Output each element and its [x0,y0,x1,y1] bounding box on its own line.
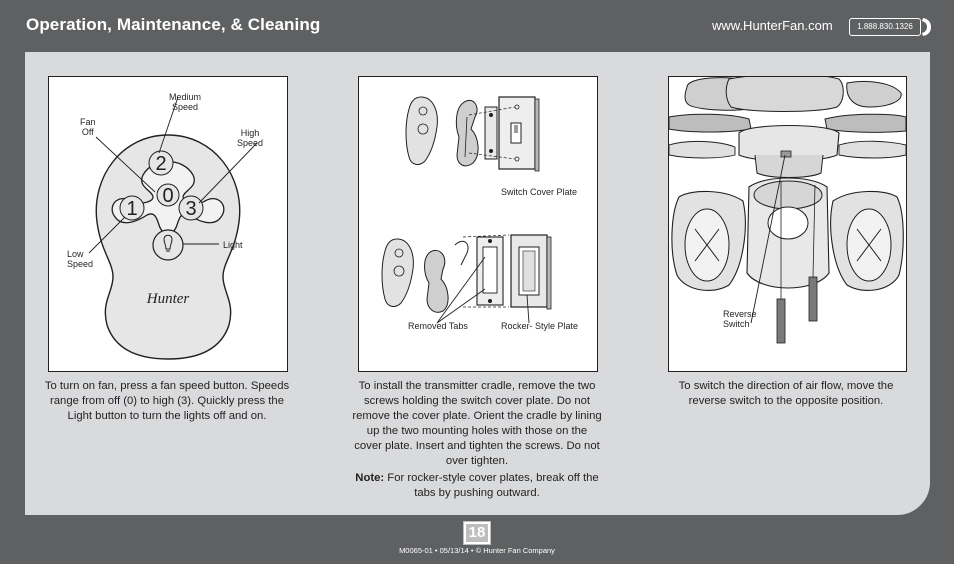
note-text: For rocker-style cover plates, break off… [384,472,599,499]
fan-light-kit-illustration [669,77,906,344]
note-label: Note: [355,472,385,484]
high-speed-label: High Speed [237,128,264,148]
light-button [152,229,184,261]
reverse-switch-label: Reverse Switch [723,309,757,329]
phone-handset-icon [922,18,931,36]
button-2: 2 [155,153,166,175]
rocker-style-plate-label: Rocker- Style Plate [501,321,579,331]
light-label: Light [223,240,243,250]
low-speed-label: Low Speed [67,249,94,269]
fan-off-label: Fan Off [80,117,96,137]
figure2-note: Note: For rocker-style cover plates, bre… [352,471,602,501]
cradle-install-illustration [381,96,552,324]
figure3-caption: To switch the direction of air flow, mov… [678,380,894,407]
cradle-install-figure: Switch Cover Plate Removed Tabs Rocker- … [358,76,598,372]
figure2-caption-text: To install the transmitter cradle, remov… [352,380,602,467]
reverse-switch-figure: Reverse Switch [668,76,907,372]
phone-number-badge: 1.888.830.1326 [849,18,921,36]
button-1: 1 [126,198,137,220]
figure1-caption: To turn on fan, press a fan speed button… [44,380,290,422]
removed-tabs-label: Removed Tabs [408,321,468,331]
remote-control-figure: 0 2 1 3 Hunter Medium Speed Fan Off High… [48,76,288,372]
footer-text: M0065-01 • 05/13/14 • © Hunter Fan Compa… [399,546,555,555]
remote-control-illustration: 0 2 1 3 Hunter [88,96,258,360]
button-3: 3 [185,198,196,220]
hunter-logo: Hunter [146,291,190,307]
switch-cover-plate-label: Switch Cover Plate [501,187,578,197]
figure2-caption: To install the transmitter cradle, remov… [352,379,602,501]
button-0: 0 [162,185,173,207]
website-link[interactable]: www.HunterFan.com [712,18,833,33]
page-title: Operation, Maintenance, & Cleaning [26,15,321,34]
page-number: 18 [464,522,490,544]
medium-speed-label: Medium Speed [169,92,202,112]
light-bulb-icon [163,234,173,252]
